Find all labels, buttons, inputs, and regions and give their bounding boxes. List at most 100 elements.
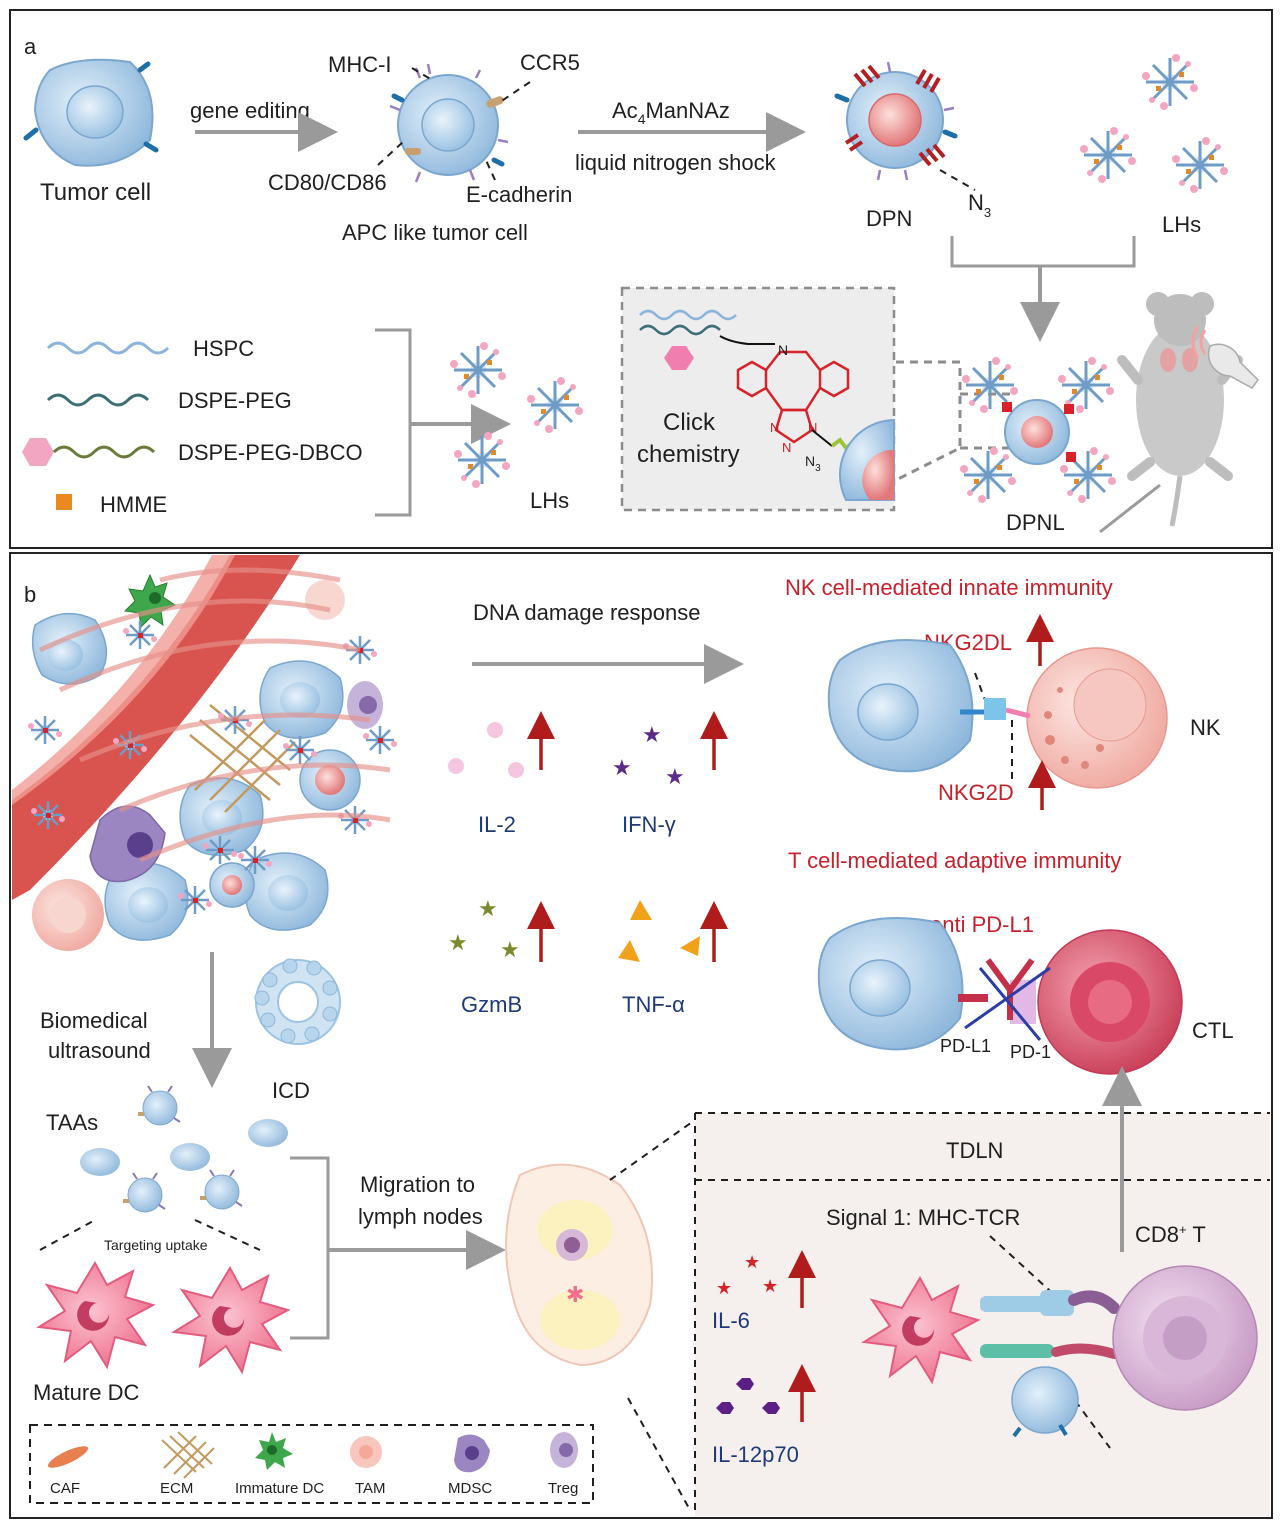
legend-tam: TAM [355, 1480, 386, 1497]
legend-ecm: ECM [160, 1480, 193, 1497]
svg-text:★: ★ [612, 755, 632, 780]
ccr5-leader [499, 81, 531, 103]
taa-fragment [80, 1148, 120, 1176]
liquid-nitrogen-label: liquid nitrogen shock [575, 150, 777, 175]
nkg2dl-leader [974, 672, 986, 701]
liposome-hybrid [452, 430, 512, 490]
legend-bracket [375, 328, 412, 517]
cd80-label: CD80/CD86 [268, 170, 387, 195]
tnf-label: TNF-α [622, 992, 685, 1017]
triazole-n-label: N [782, 440, 791, 455]
click-label: Click [663, 409, 716, 436]
apc-like-tumor-cell [389, 63, 509, 183]
icd-cluster [254, 958, 341, 1045]
lipid-chain [639, 309, 737, 321]
taa-fragment [248, 1119, 288, 1147]
blocked-cross [964, 966, 1051, 1041]
svg-text:★: ★ [448, 930, 468, 955]
gzmb-label: GzmB [461, 992, 522, 1017]
ecm-icon [161, 1431, 215, 1479]
dc-bracket [290, 1156, 330, 1340]
pd1-label: PD-1 [1010, 1042, 1051, 1062]
dspe-peg-dbco-label: DSPE-PEG-DBCO [178, 440, 363, 465]
tumor-cell-label: Tumor cell [40, 179, 151, 206]
ctl-label: CTL [1192, 1018, 1234, 1043]
liposome-hybrid [525, 375, 585, 435]
hmme-label: HMME [100, 492, 167, 517]
treg-icon [550, 1432, 578, 1468]
lymph-node: ✱ [505, 1163, 653, 1367]
svg-text:★: ★ [744, 1252, 760, 1272]
lhs-top-label: LHs [1162, 212, 1201, 237]
lipid-chain [639, 324, 721, 336]
panel-a-frame [9, 9, 1273, 549]
legend-immature-dc: Immature DC [235, 1480, 324, 1497]
tdln-label: TDLN [946, 1138, 1003, 1163]
liposome-hybrid [1140, 52, 1200, 112]
tam-icon [350, 1436, 382, 1468]
liposome-hybrid [1170, 135, 1230, 195]
lhs-bottom-label: LHs [530, 488, 569, 513]
gene-editing-label: gene editing [190, 98, 310, 123]
dspe-peg-dbco-icon [52, 445, 156, 459]
dna-damage-label: DNA damage response [473, 600, 700, 625]
dspe-peg-icon [46, 393, 150, 407]
svg-text:★: ★ [500, 937, 520, 962]
tdln-frame [694, 1112, 1270, 1516]
cd80-leader [377, 139, 406, 166]
tumor-cell [23, 58, 159, 167]
liposome-hybrid [1078, 125, 1138, 185]
taas-label: TAAs [46, 1110, 98, 1135]
signal1-label: Signal 1: MHC-TCR [826, 1205, 1020, 1230]
apc-like-label: APC like tumor cell [342, 220, 528, 245]
ifn-label: IFN-γ [622, 812, 676, 837]
ac4mannaz-label: Ac4ManNAz [612, 98, 730, 127]
biomedical-label: Biomedical [40, 1008, 148, 1033]
pdl1-label: PD-L1 [940, 1036, 991, 1056]
dbco-hexagon-icon [664, 346, 694, 370]
linker-bond [719, 335, 775, 345]
pdl1-receptor [958, 994, 988, 1002]
panel-b-frame [9, 552, 1273, 1519]
dbco-hexagon-icon [22, 438, 54, 466]
blood-vessel-wall [12, 555, 235, 805]
tumor-cell-nk [827, 639, 974, 773]
hspc-label: HSPC [193, 336, 254, 361]
cell-legend-box [29, 1424, 594, 1504]
svg-text:★: ★ [665, 764, 685, 789]
il6-stars: ★ ★ ★ [716, 1252, 778, 1298]
gzmb-stars: ★ ★ ★ [448, 896, 520, 962]
ifn-stars: ★ ★ ★ [612, 722, 685, 789]
t-immunity-title: T cell-mediated adaptive immunity [788, 848, 1121, 873]
hspc-icon [46, 341, 170, 355]
mdsc-icon [454, 1434, 490, 1473]
dpn-cell [834, 61, 958, 181]
ccr5-label: CCR5 [520, 50, 580, 75]
svg-text:✱: ✱ [566, 1282, 584, 1307]
zoom-line-top [609, 1119, 696, 1181]
svg-text:★: ★ [762, 1276, 778, 1296]
cell-nucleus-fragment [862, 449, 894, 500]
taa-vesicle [122, 1172, 166, 1213]
tumor-cell-ctl [817, 917, 964, 1051]
il2-dots [448, 722, 524, 778]
dpnl-particle [958, 355, 1118, 505]
taa-fragment [170, 1143, 210, 1171]
migration-label: Migration to [360, 1172, 475, 1197]
hmme-icon [56, 494, 72, 510]
ecad-leader [484, 157, 496, 181]
dspe-peg-label: DSPE-PEG [178, 388, 292, 413]
azide-bond [811, 429, 833, 447]
targeting-label: Targeting uptake [104, 1237, 208, 1253]
nkg2d-label: NKG2D [938, 780, 1014, 805]
legend-mdsc: MDSC [448, 1480, 492, 1497]
mhc1-label: MHC-I [328, 52, 392, 77]
nk-immunity-title: NK cell-mediated innate immunity [785, 575, 1113, 600]
svg-text:★: ★ [478, 896, 498, 921]
il6-label: IL-6 [712, 1308, 750, 1333]
chemistry-label: chemistry [637, 441, 740, 468]
ultrasound-label: ultrasound [48, 1038, 151, 1063]
dpn-label: DPN [866, 206, 912, 231]
cd8-label: CD8+ T [1135, 1222, 1206, 1247]
